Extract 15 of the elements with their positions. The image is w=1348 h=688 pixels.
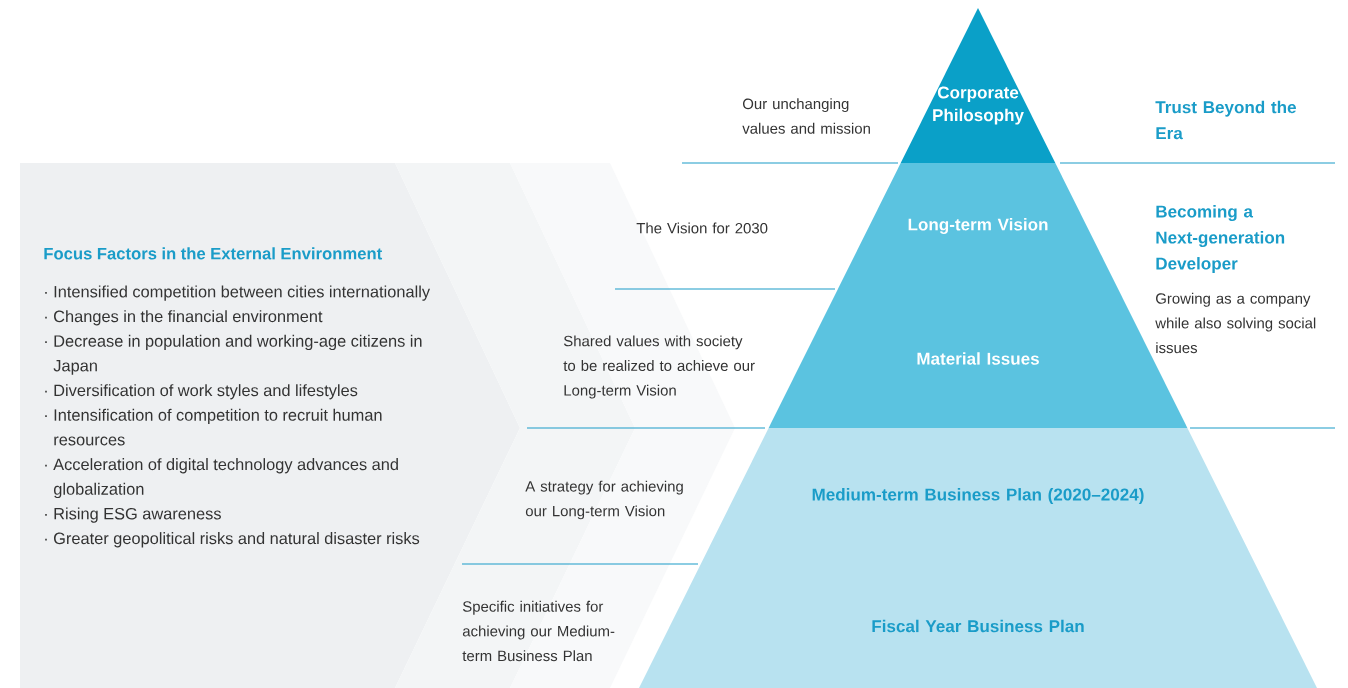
side-note: A strategy for achieving our Long-term Vision (525, 480, 683, 520)
side-note: Our unchanging values and mission (742, 98, 870, 134)
pyramid-tier: Medium-term Business Plan (2020–2024) (700, 428, 1256, 564)
side-note: The Vision for 2030 (636, 222, 768, 234)
pyramid-tier: Corporate Philosophy (900, 8, 1056, 163)
pyramid-tier: Long-term Vision (837, 163, 1119, 289)
node-label: Fiscal Year Business Plan (872, 619, 1084, 633)
node-label: Long-term Vision (908, 218, 1048, 234)
side-heading: Trust Beyond the Era (1155, 100, 1296, 140)
node-label: Material Issues (917, 352, 1039, 365)
side-heading: Becoming a Next-generation Developer (1156, 205, 1285, 273)
side-note: Specific initiatives for achieving our Medium-term Business Plan (462, 600, 615, 662)
node-label: Medium-term Business Plan (2020–2024) (812, 488, 1144, 504)
pyramid-tier: Fiscal Year Business Plan (639, 564, 1317, 688)
side-note: Shared values with society to be realized to achieve our Long-term Vision (563, 335, 755, 399)
